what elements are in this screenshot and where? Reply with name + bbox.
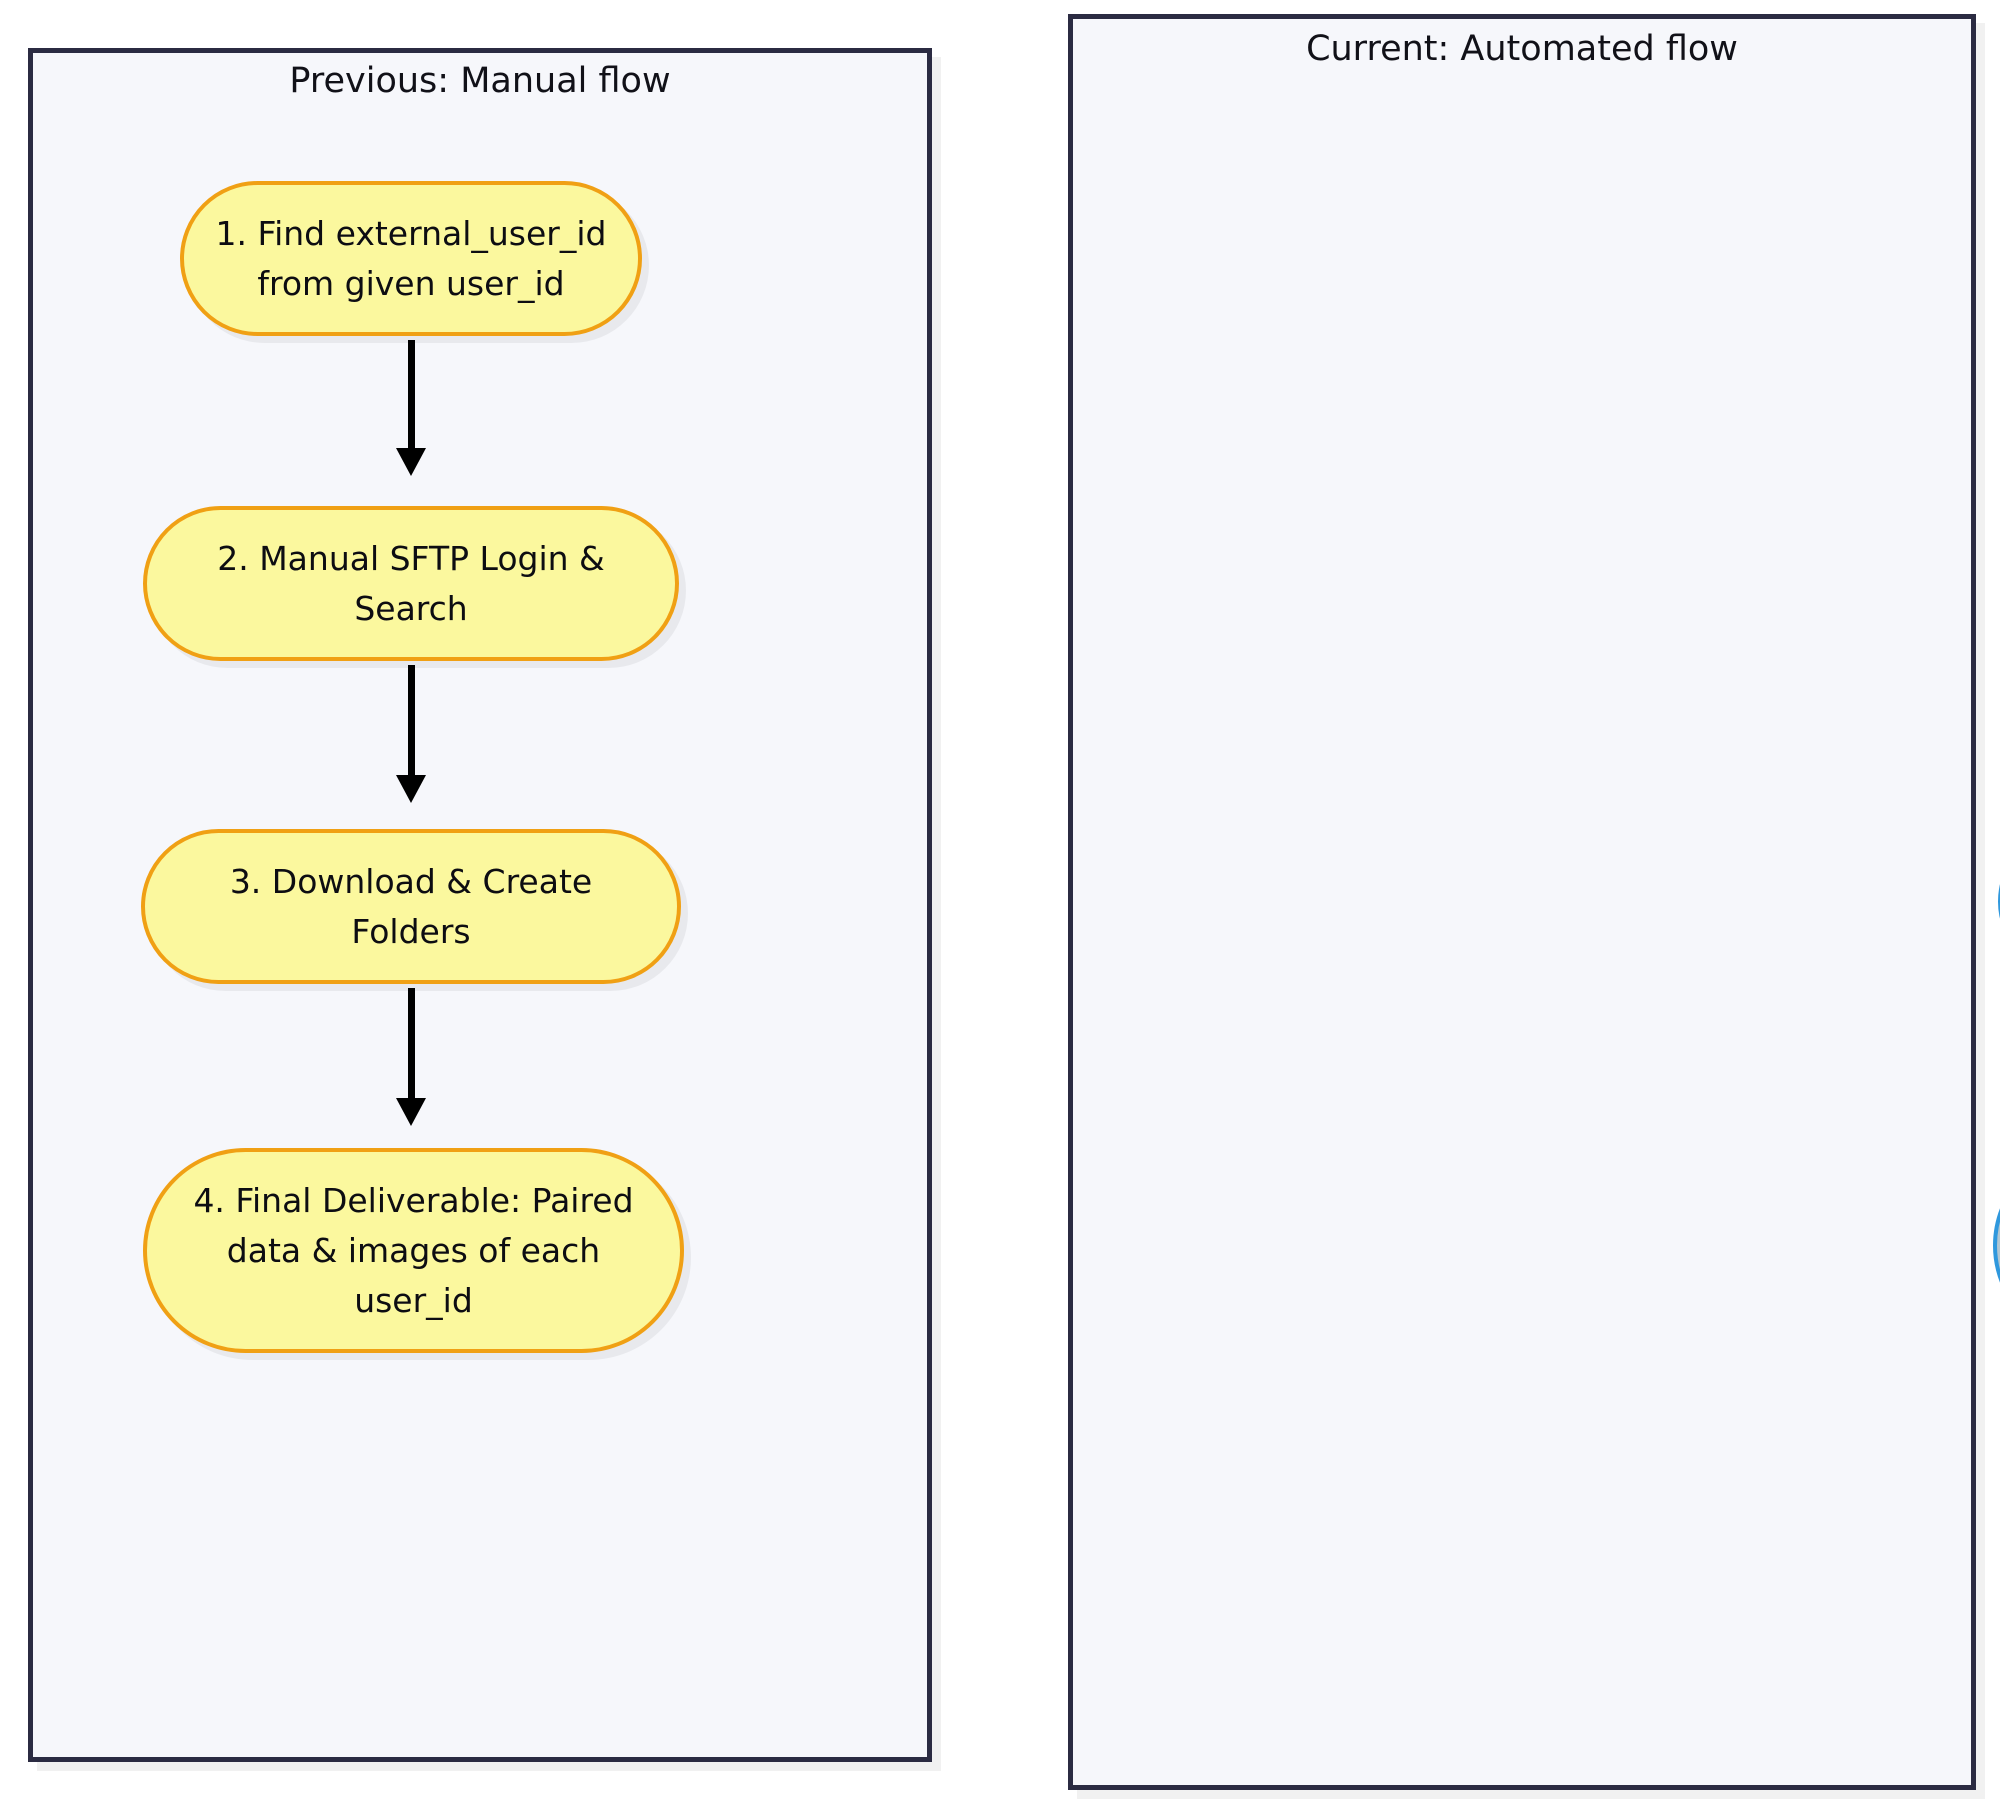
node-previous-4-final-deliverable[interactable]: 4. Final Deliverable: Paired data & imag… — [143, 1148, 684, 1353]
node-previous-3-download-create-folders[interactable]: 3. Download & Create Folders — [141, 829, 681, 984]
edge-line — [408, 988, 415, 1098]
arrowhead-icon — [396, 448, 426, 476]
node-previous-1-find-external-user-id[interactable]: 1. Find external_user_id from given user… — [180, 181, 642, 336]
node-current-4-final-deliverable[interactable]: 4. Final Deliverable: Paired data & imag… — [1993, 1143, 2000, 1348]
panel-title-current: Current: Automated flow — [1306, 29, 1738, 69]
arrowhead-icon — [396, 775, 426, 803]
arrowhead-icon — [396, 1098, 426, 1126]
panel-previous-manual-flow: Previous: Manual flow 1. Find external_u… — [28, 48, 932, 1762]
panel-current-automated-flow: Current: Automated flow 1. Create mappin… — [1068, 14, 2000, 1790]
edge-line — [408, 340, 415, 448]
edge-line — [408, 665, 415, 775]
panel-title-previous: Previous: Manual flow — [289, 61, 671, 101]
node-previous-2-manual-sftp-login-search[interactable]: 2. Manual SFTP Login & Search — [143, 506, 679, 661]
